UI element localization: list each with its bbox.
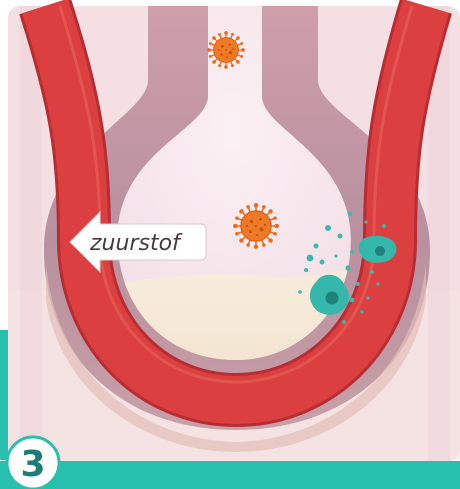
- step-number: 3: [20, 444, 45, 485]
- bottom-teal-band: [0, 461, 460, 489]
- virus-icon: [207, 31, 245, 69]
- immune-cell-icon: [359, 236, 397, 263]
- oxygen-label: zuurstof: [89, 231, 183, 256]
- virus-icon: [233, 203, 279, 249]
- left-teal-edge: [0, 330, 8, 460]
- step-badge: 3: [7, 437, 59, 489]
